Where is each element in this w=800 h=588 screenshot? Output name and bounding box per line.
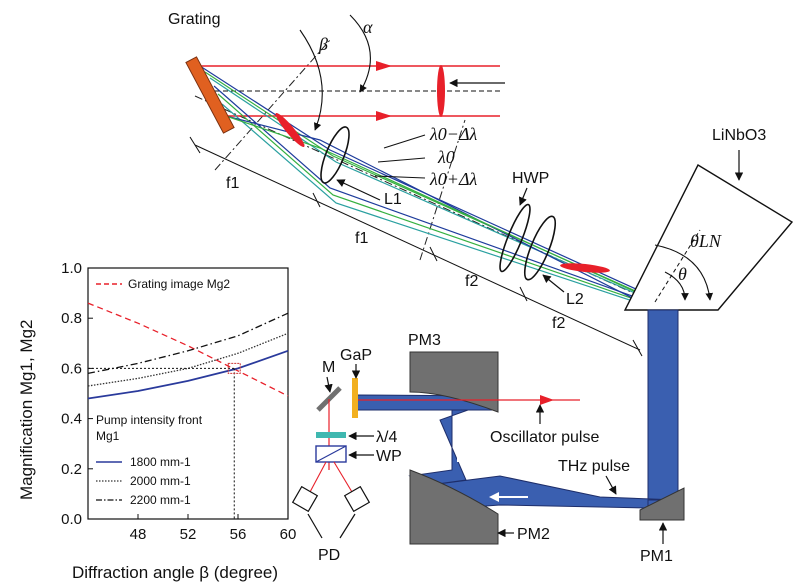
legend-group-title-2: Mg1	[96, 429, 120, 443]
y-tick-label-2: 0.4	[61, 411, 82, 428]
pump-direction-arrow-lower	[376, 111, 392, 121]
lens-l2-label: L2	[566, 291, 584, 308]
mirror-label: M	[322, 359, 335, 376]
legend-2000-label: 2000 mm-1	[130, 474, 191, 488]
legend-2200-label: 2200 mm-1	[130, 493, 191, 507]
lens-l1-label: L1	[384, 191, 402, 208]
theta-ln-label: θLN	[690, 231, 722, 251]
legend-mg2-label: Grating image Mg2	[128, 277, 230, 291]
x-tick-label-3: 60	[280, 526, 297, 543]
photodiode-left	[291, 485, 319, 513]
gap-label: GaP	[340, 347, 372, 364]
grating-normal-line	[214, 39, 331, 171]
y-tick-label-5: 1.0	[61, 260, 82, 277]
chart-series	[87, 302, 289, 400]
series-line-1	[87, 349, 289, 400]
lambda-plus-label: λ0+Δλ	[429, 169, 478, 189]
grating-label: Grating	[168, 11, 220, 28]
x-tick-label-0: 48	[130, 526, 147, 543]
half-wave-plate	[499, 203, 531, 273]
pump-direction-arrow-upper	[376, 61, 392, 71]
x-tick-label-2: 56	[230, 526, 247, 543]
tilted-front-in-crystal	[560, 263, 610, 273]
photodiode-right	[343, 485, 371, 513]
pd-pointer-left	[307, 513, 323, 539]
magnification-chart: 0.0 0.2 0.4 0.6 0.8 1.0 48 52 56 60 Grating image…	[17, 260, 296, 582]
series-line-3	[87, 312, 289, 375]
gap-crystal	[352, 378, 358, 418]
chart-ticks: 0.0 0.2 0.4 0.6 0.8 1.0 48 52 56 60	[61, 260, 296, 543]
hwp-pointer	[518, 187, 528, 206]
beta-arc	[299, 29, 323, 131]
series-line-2	[87, 332, 289, 387]
legend-group-title-1: Pump intensity front	[96, 413, 203, 427]
series-line-0	[87, 302, 289, 397]
parabolic-mirror-pm3	[409, 351, 499, 413]
thz-label: THz pulse	[558, 458, 630, 475]
thz-beam-vertical	[647, 309, 679, 509]
y-tick-label-4: 0.8	[61, 310, 82, 327]
oscillator-direction-arrow	[540, 395, 554, 405]
x-axis-title: Diffraction angle β (degree)	[72, 563, 278, 582]
lambda-center-label: λ0	[437, 147, 455, 167]
f2-label-first: f2	[465, 273, 478, 290]
alpha-arc	[349, 14, 371, 93]
lambda-plus-pointer	[374, 175, 426, 179]
lambda-minus-pointer	[383, 134, 426, 149]
wollaston-label: WP	[376, 448, 402, 465]
y-tick-label-0: 0.0	[61, 511, 82, 528]
thz-pointer	[605, 475, 617, 495]
probe-split-right	[333, 461, 353, 493]
linbo3-crystal	[623, 164, 794, 311]
quarter-wave-label: λ/4	[376, 429, 397, 446]
optical-axis-line	[194, 95, 661, 306]
focal-distance-markers	[189, 136, 643, 357]
quarter-wave-plate	[316, 432, 346, 438]
theta-arc	[664, 271, 689, 301]
y-tick-label-3: 0.6	[61, 360, 82, 377]
f2-label-second: f2	[552, 315, 565, 332]
theta-ln-arc	[654, 244, 714, 301]
crystal-label: LiNbO3	[712, 127, 766, 144]
pd-pointer-right	[339, 513, 356, 539]
alpha-label: α	[363, 17, 373, 37]
photodiode-label: PD	[318, 547, 340, 564]
lens-l1	[320, 126, 350, 184]
lambda-center-pointer	[377, 157, 426, 163]
probe-split-left	[309, 461, 327, 493]
parabolic-mirror-pm1	[639, 487, 685, 521]
f1-label-second: f1	[355, 230, 368, 247]
lambda-minus-label: λ0−Δλ	[429, 124, 478, 144]
pm2-label: PM2	[517, 526, 550, 543]
thz-beam-path	[355, 309, 679, 511]
beta-label: β	[318, 34, 328, 54]
theta-label: θ	[678, 264, 687, 284]
legend-1800-label: 1800 mm-1	[130, 455, 191, 469]
lens-l2	[523, 215, 557, 281]
y-axis-title: Magnification Mg1, Mg2	[17, 320, 36, 500]
pulse-front-tilt-setup: Grating α β L1 λ0−Δλ λ0 λ0+Δλ HWP L2	[168, 11, 794, 357]
pm1-label: PM1	[640, 548, 673, 565]
pm3-label: PM3	[408, 332, 441, 349]
pump-intensity-front-ellipse	[437, 65, 445, 117]
lens-l1-pointer	[336, 179, 381, 201]
grating-image-red	[275, 112, 305, 148]
crystal-normal-dash	[654, 229, 701, 303]
oscillator-label: Oscillator pulse	[490, 429, 599, 446]
y-tick-label-1: 0.2	[61, 461, 82, 478]
f1-label-first: f1	[226, 175, 239, 192]
grating	[185, 56, 235, 134]
lens-l2-pointer	[542, 274, 565, 293]
mirror-pointer	[324, 376, 333, 393]
dispersed-rays	[199, 65, 661, 313]
x-tick-label-1: 52	[180, 526, 197, 543]
hwp-label: HWP	[512, 170, 549, 187]
wollaston-diagonal	[315, 445, 347, 463]
marker-highlight-box	[227, 362, 241, 374]
